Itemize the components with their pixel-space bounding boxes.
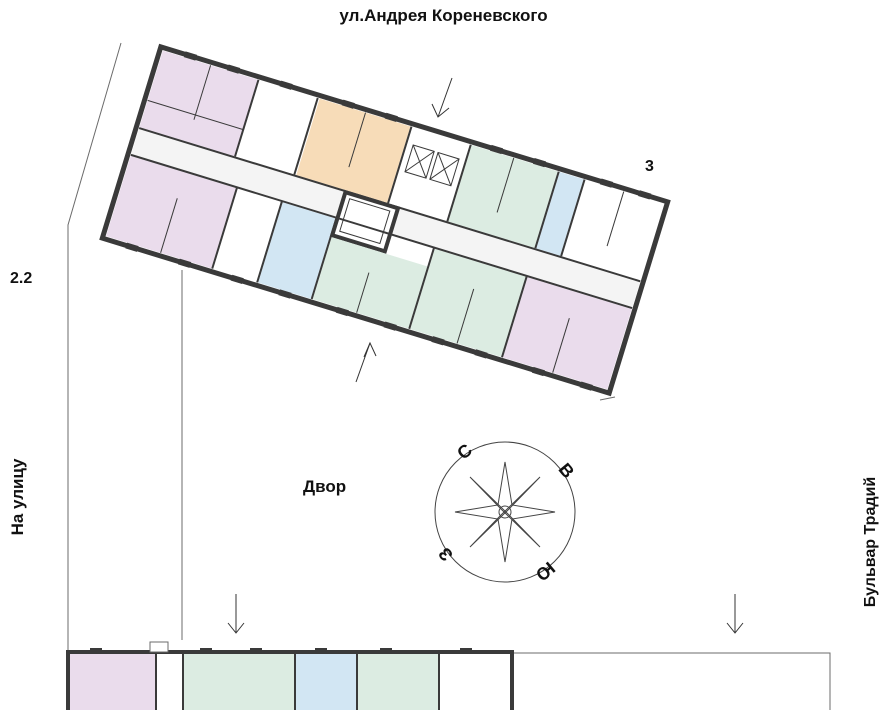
street-name-top: ул.Андрея Кореневского: [339, 6, 548, 25]
apartment-3room-lower[interactable]: [70, 654, 155, 710]
apartment-2room-s2[interactable]: [312, 237, 428, 329]
yard-label: Двор: [303, 477, 347, 496]
street-name-left: На улицу: [8, 458, 27, 536]
apartment-3room-ne[interactable]: [562, 179, 664, 281]
site-outline: [67, 42, 831, 710]
apartment-studio-lower[interactable]: [296, 654, 356, 710]
apartment-2room-n2[interactable]: [448, 145, 558, 248]
street-name-right: Бульвар Традий: [862, 476, 879, 608]
apartment-3room-se[interactable]: [502, 277, 632, 390]
apartment-2room-s1[interactable]: [213, 188, 281, 283]
apartment-2room-lower-1[interactable]: [184, 654, 294, 710]
building-upper: [99, 43, 671, 397]
apartment-3room-sw[interactable]: [106, 155, 236, 269]
apartment-2room-lower-2[interactable]: [358, 654, 438, 710]
entrance-arrows: [227, 77, 744, 634]
building-lower: [66, 641, 514, 710]
apartment-2room-n1[interactable]: [236, 80, 318, 175]
compass-rose: [434, 441, 576, 583]
building-number-3: 3: [645, 158, 654, 175]
core-lifts: [389, 126, 470, 221]
building-number-2-2: 2.2: [10, 270, 33, 287]
apartment-studio-n[interactable]: [536, 171, 584, 256]
apartment-2room-s3[interactable]: [410, 248, 526, 357]
apartment-studio-s[interactable]: [258, 202, 336, 299]
